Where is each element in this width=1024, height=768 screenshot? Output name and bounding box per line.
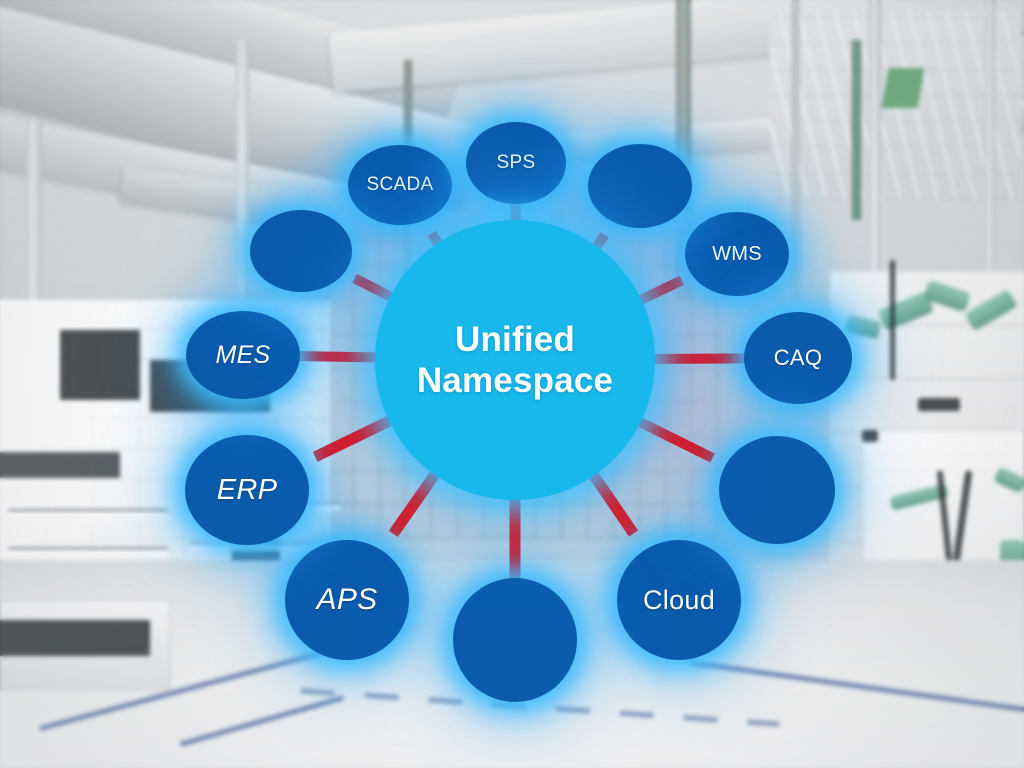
node-sps[interactable]: SPS bbox=[466, 122, 566, 204]
hub-label-line1: Unified bbox=[454, 319, 575, 359]
node-bottom[interactable] bbox=[453, 578, 577, 702]
node-caq[interactable]: CAQ bbox=[744, 312, 852, 404]
spoke-cloud bbox=[587, 469, 639, 537]
node-ul[interactable] bbox=[250, 210, 352, 292]
node-erp[interactable]: ERP bbox=[185, 435, 309, 545]
node-ur[interactable] bbox=[588, 144, 692, 228]
spoke-aps bbox=[388, 468, 442, 538]
spoke-ul bbox=[352, 273, 397, 303]
hub-unified-namespace[interactable]: Unified Namespace bbox=[375, 220, 655, 500]
node-scada-label: SCADA bbox=[366, 174, 434, 195]
node-cloud[interactable]: Cloud bbox=[617, 540, 741, 660]
node-r[interactable] bbox=[719, 436, 835, 544]
hub-label-line2: Namespace bbox=[416, 361, 614, 400]
hub-label: Unified Namespace bbox=[417, 319, 613, 402]
node-wms-label: WMS bbox=[712, 242, 762, 265]
spoke-r bbox=[634, 415, 715, 463]
node-aps[interactable]: APS bbox=[285, 540, 409, 660]
spoke-mes bbox=[296, 350, 380, 363]
node-aps-label: APS bbox=[316, 583, 378, 616]
spoke-caq bbox=[650, 353, 748, 365]
node-sps-label: SPS bbox=[496, 152, 536, 173]
spoke-wms bbox=[635, 275, 685, 306]
node-caq-label: CAQ bbox=[773, 345, 823, 370]
node-erp-label: ERP bbox=[216, 473, 278, 506]
node-mes-label: MES bbox=[215, 340, 271, 369]
node-wms[interactable]: WMS bbox=[685, 212, 789, 296]
node-mes[interactable]: MES bbox=[186, 311, 300, 399]
spoke-erp bbox=[312, 414, 396, 462]
node-scada[interactable]: SCADA bbox=[348, 145, 452, 225]
node-cloud-label: Cloud bbox=[642, 584, 716, 615]
